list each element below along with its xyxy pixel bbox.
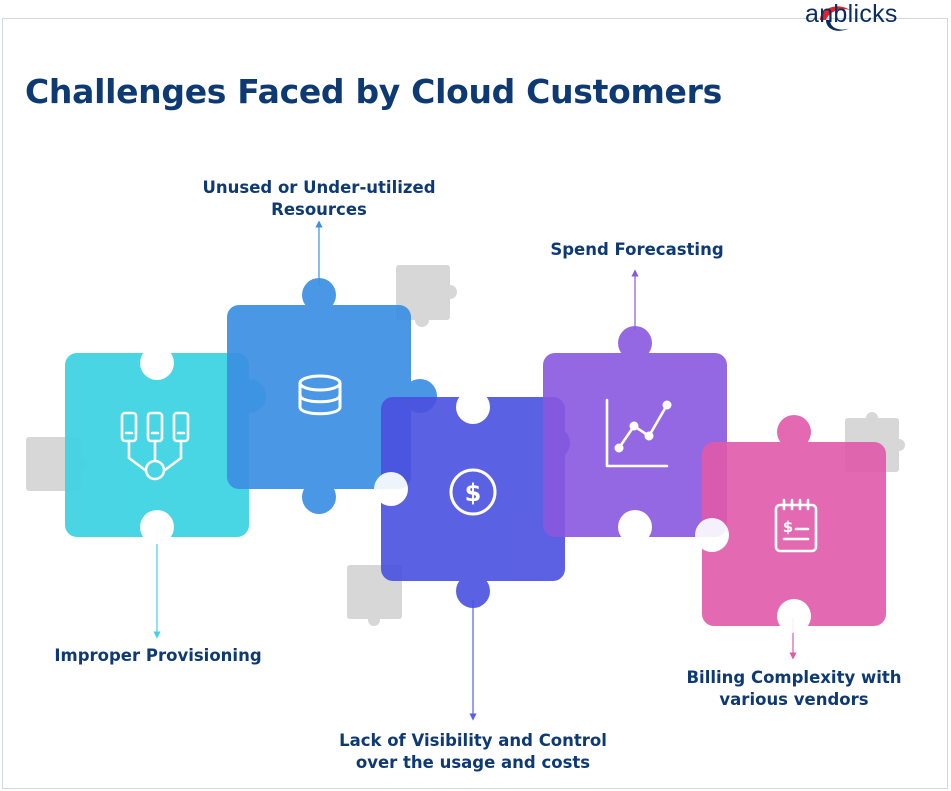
label-line: various vendors <box>719 690 869 709</box>
label-line: Resources <box>271 200 367 219</box>
label-unused-resources: Unused or Under-utilized Resources <box>190 177 448 221</box>
label-lack-of-visibility: Lack of Visibility and Control over the … <box>320 730 626 774</box>
logo-mark-red <box>820 6 850 20</box>
logo-text: anblicks <box>805 0 898 28</box>
line-chart-icon <box>605 398 672 468</box>
label-line: Improper Provisioning <box>54 646 262 665</box>
dollar-coin-icon: $ <box>449 468 497 516</box>
puzzle-piece-billing <box>695 415 886 633</box>
label-line: Billing Complexity with <box>686 668 902 687</box>
label-line: Spend Forecasting <box>550 240 724 259</box>
anblicks-logo <box>820 6 850 31</box>
label-spend-forecasting: Spend Forecasting <box>537 239 737 261</box>
label-billing-complexity: Billing Complexity with various vendors <box>672 667 916 711</box>
svg-text:$: $ <box>465 479 482 507</box>
label-improper-provisioning: Improper Provisioning <box>38 645 278 667</box>
gray-piece-top <box>396 265 457 327</box>
puzzle-piece-forecasting <box>543 326 727 544</box>
infographic-frame <box>2 18 948 789</box>
connectors <box>153 220 797 721</box>
invoice-icon: $ <box>774 498 818 553</box>
label-line: Lack of Visibility and Control <box>339 731 607 750</box>
server-provisioning-icon <box>120 411 190 481</box>
puzzle-piece-visibility <box>374 390 570 608</box>
label-line: Unused or Under-utilized <box>202 178 436 197</box>
page-title: Challenges Faced by Cloud Customers <box>25 72 722 111</box>
logo-mark-navy <box>826 20 850 31</box>
database-icon <box>298 374 342 416</box>
svg-text:$: $ <box>783 518 793 536</box>
label-line: over the usage and costs <box>355 753 591 772</box>
